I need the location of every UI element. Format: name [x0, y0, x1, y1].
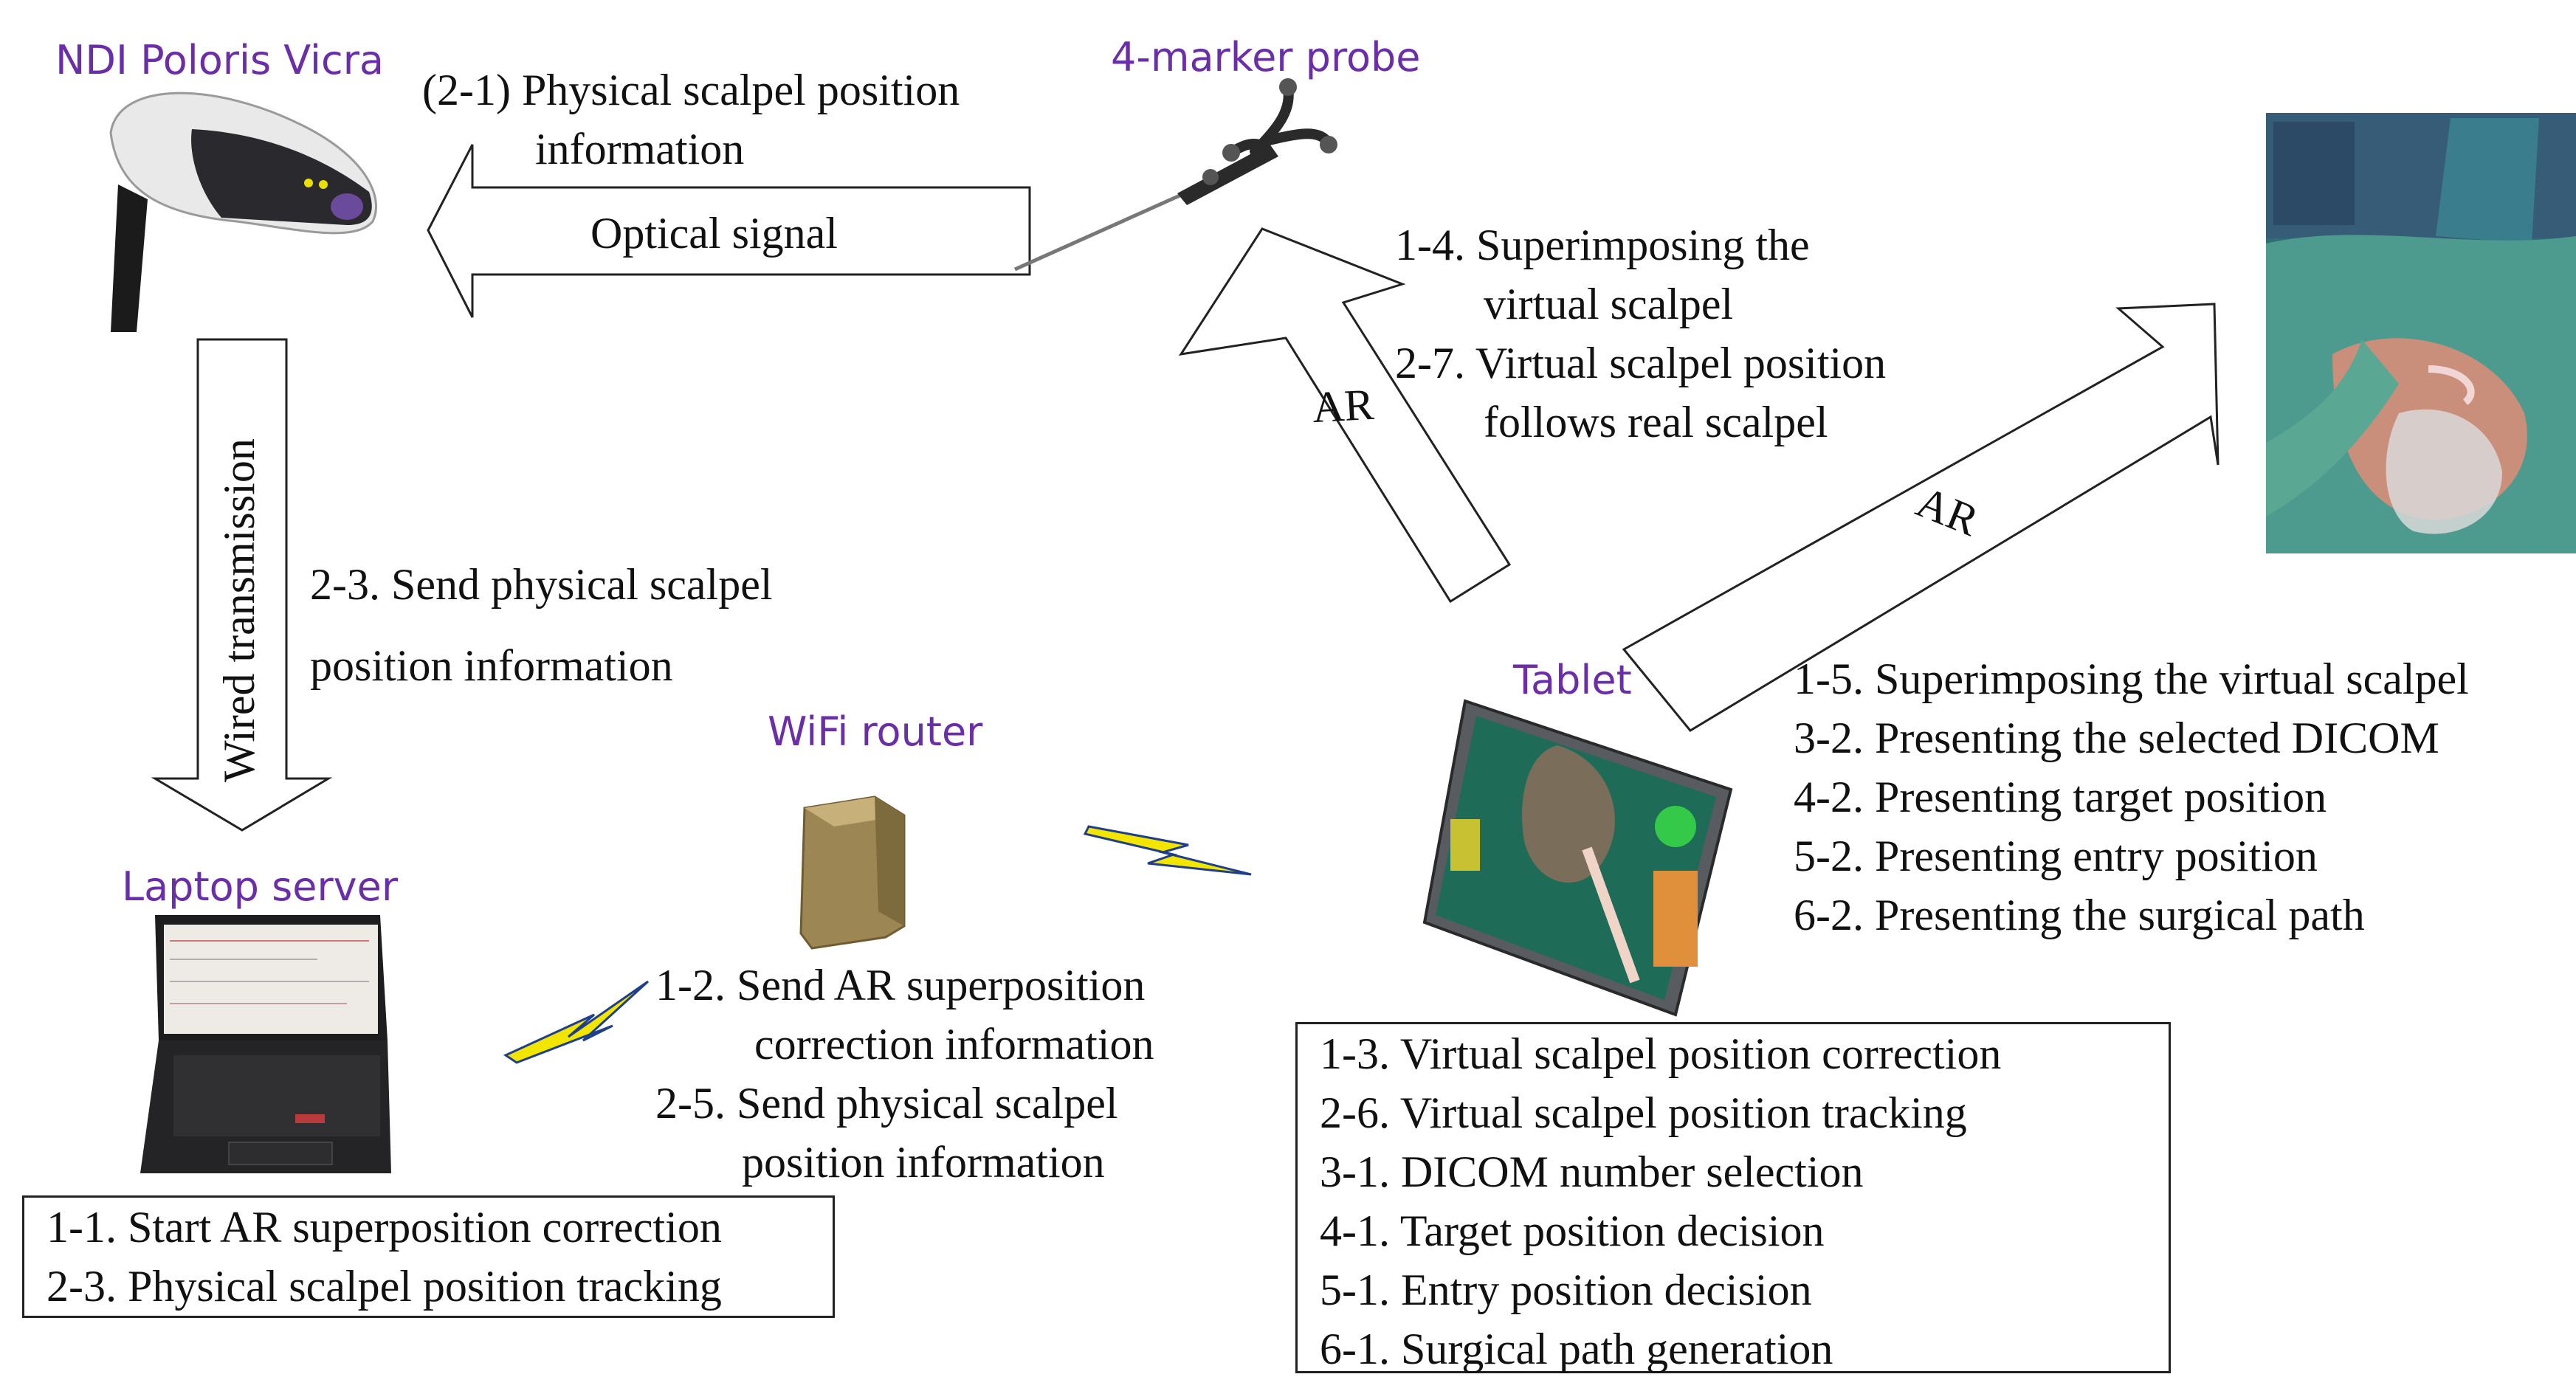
annotation-send-physical-2: position information [310, 641, 673, 690]
patient-photo [2266, 113, 2576, 553]
ar-probe-label: AR [1311, 379, 1376, 432]
optical-signal-label: Optical signal [590, 209, 838, 258]
tablet-present-item: 6-2. Presenting the surgical path [1794, 891, 2365, 939]
laptop-tasks-box: 1-1. Start AR superposition correction 2… [22, 1195, 835, 1318]
laptop-task-item: 2-3. Physical scalpel position tracking [47, 1262, 722, 1311]
annotation-send-physical-1: 2-3. Send physical scalpel [310, 560, 773, 609]
tablet-present-item: 4-2. Presenting target position [1794, 773, 2327, 821]
annotation-physical-scalpel-2: information [535, 125, 745, 173]
device-label-laptop: Laptop server [122, 863, 399, 910]
annotation-router-2: correction information [754, 1020, 1154, 1069]
ar-patient-arrow [1622, 303, 2219, 732]
device-label-router: WiFi router [768, 708, 983, 755]
tablet-task-item: 5-1. Entry position decision [1320, 1266, 1812, 1314]
device-label-probe: 4-marker probe [1111, 34, 1421, 80]
tablet-image [1422, 699, 1733, 1017]
tablet-present-item: 3-2. Presenting the selected DICOM [1794, 714, 2439, 762]
device-label-tablet: Tablet [1513, 657, 1632, 703]
tablet-present-item: 1-5. Superimposing the virtual scalpel [1794, 655, 2469, 703]
tablet-present-item: 5-2. Presenting entry position [1794, 832, 2318, 880]
tablet-task-item: 4-1. Target position decision [1320, 1207, 1825, 1255]
wifi-router-image [799, 795, 906, 950]
tablet-tasks-box: 1-3. Virtual scalpel position correction… [1295, 1022, 2171, 1373]
annotation-superimpose-1: 1-4. Superimposing the [1395, 221, 1810, 269]
annotation-follows-1: 2-7. Virtual scalpel position [1395, 339, 1887, 387]
annotation-router-4: position information [742, 1138, 1105, 1187]
lightning-laptop-router [503, 980, 650, 1064]
laptop-image [140, 915, 391, 1173]
probe-image [1013, 78, 1337, 272]
ndi-tracker-image [109, 92, 377, 332]
wired-transmission-label: Wired transmission [215, 438, 264, 782]
tablet-task-item: 3-1. DICOM number selection [1320, 1147, 1864, 1196]
annotation-superimpose-2: virtual scalpel [1484, 280, 1734, 328]
annotation-router-3: 2-5. Send physical scalpel [655, 1079, 1118, 1128]
lightning-router-tablet [1083, 825, 1252, 876]
tablet-presentation-list: 1-5. Superimposing the virtual scalpel 3… [1794, 649, 2469, 945]
device-label-tracker: NDI Poloris Vicra [55, 37, 385, 83]
annotation-router-1: 1-2. Send AR superposition [655, 961, 1146, 1009]
tablet-task-item: 6-1. Surgical path generation [1320, 1325, 1833, 1373]
optical-signal-arrow [427, 144, 1031, 318]
ar-probe-arrow [1178, 227, 1512, 604]
annotation-follows-2: follows real scalpel [1484, 398, 1828, 446]
tablet-task-item: 2-6. Virtual scalpel position tracking [1320, 1088, 1967, 1137]
laptop-task-item: 1-1. Start AR superposition correction [47, 1203, 722, 1252]
tablet-task-item: 1-3. Virtual scalpel position correction [1320, 1029, 2002, 1078]
wired-transmission-arrow [151, 338, 333, 832]
annotation-physical-scalpel-1: (2-1) Physical scalpel position [422, 66, 960, 114]
